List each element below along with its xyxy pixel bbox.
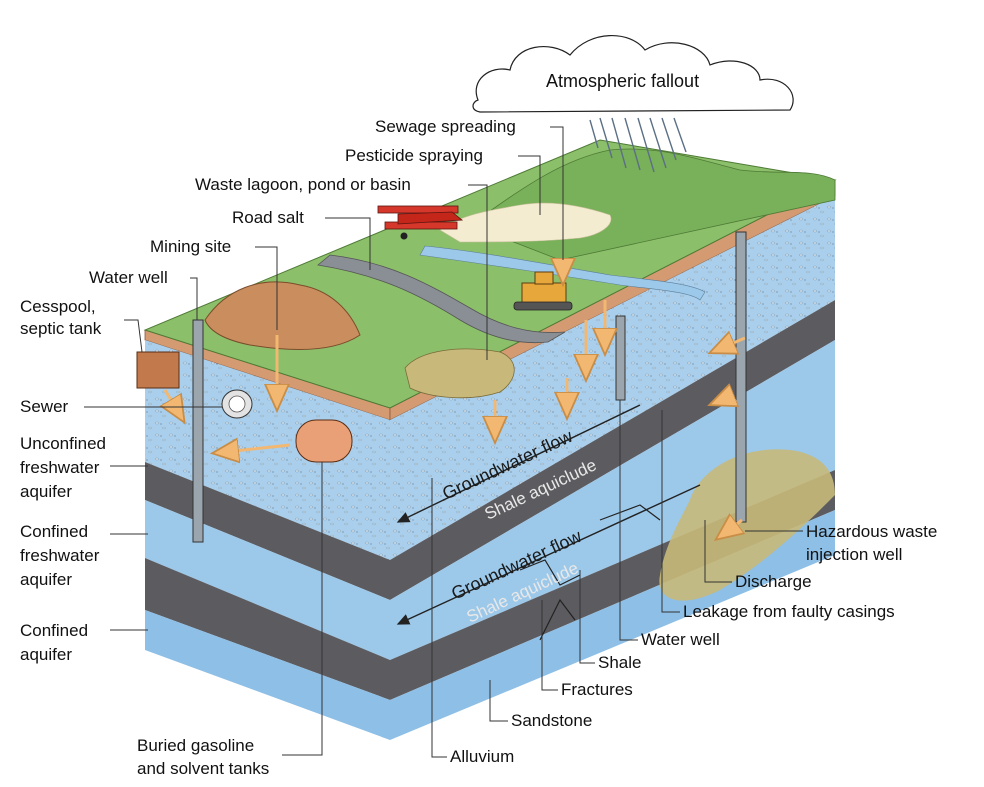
leakage-label: Leakage from faulty casings: [683, 602, 895, 621]
cesspool-label: Cesspool, septic tank: [20, 296, 101, 340]
confined-fw-label-line3: aquifer: [20, 570, 72, 589]
leader-lines: [84, 126, 803, 758]
confined-label-line1: Confined: [20, 621, 89, 640]
cesspool-label-line2: septic tank: [20, 319, 102, 338]
upper-shale-front: [145, 462, 390, 600]
hazardous-waste-plume: [659, 449, 835, 601]
groundwater-flow-arrow-upper: [396, 404, 641, 523]
mining-site-label: Mining site: [150, 237, 232, 256]
confined-fw-label-line2: freshwater: [20, 546, 100, 565]
hazardous-label-line2: injection well: [806, 545, 903, 564]
unconfined-label-line2: freshwater: [20, 458, 100, 477]
fracture-lines: [519, 504, 661, 641]
confined-freshwater-aquifer-front: [145, 500, 390, 660]
atmospheric-fallout-label: Atmospheric fallout: [546, 71, 700, 91]
unconfined-aquifer-right: [390, 196, 835, 560]
unconfined-aquifer-label: Unconfined freshwater aquifer: [20, 432, 106, 504]
wells: [136, 231, 747, 543]
buried-tanks-label: Buried gasoline and solvent tanks: [137, 734, 269, 780]
waste-lagoon: [404, 348, 515, 399]
unconfined-aquifer-front: [145, 340, 390, 560]
biplane: [377, 205, 464, 240]
pesticide-spray-cloud: [439, 202, 612, 243]
atmospheric-cloud: [472, 35, 794, 173]
buried-label-line2: and solvent tanks: [137, 759, 270, 778]
sewer-label: Sewer: [20, 397, 69, 416]
front-face: [144, 329, 391, 740]
fractures-label: Fractures: [561, 680, 633, 699]
sewage-spreading-label: Sewage spreading: [375, 117, 516, 136]
cloud-shape: [472, 35, 794, 113]
groundwater-flow-arrow-lower: [396, 484, 701, 625]
alluvium-label: Alluvium: [450, 747, 515, 766]
discharge-label: Discharge: [735, 572, 812, 591]
confined-aquifer-label: Confined aquifer: [20, 619, 88, 667]
unconfined-label-line1: Unconfined: [20, 434, 107, 453]
water-well-left: [192, 319, 204, 543]
waste-lagoon-label: Waste lagoon, pond or basin: [195, 175, 411, 194]
bulldozer: [513, 271, 573, 311]
sewer-pipe-opening: [228, 395, 246, 413]
pesticide-spraying-label: Pesticide spraying: [345, 146, 483, 165]
hazardous-waste-label: Hazardous waste injection well: [806, 520, 937, 566]
confined-fw-label-line1: Confined: [20, 522, 89, 541]
shale-label: Shale: [598, 653, 642, 672]
rain-streaks: [589, 117, 687, 173]
confined-freshwater-right: [390, 340, 835, 660]
confined-aquifer-front: [145, 610, 390, 740]
mining-site: [204, 281, 361, 350]
water-well-center: [615, 315, 626, 401]
confined-label-line2: aquifer: [20, 645, 72, 664]
confined-freshwater-aquifer-label: Confined freshwater aquifer: [20, 520, 99, 592]
hazardous-injection-well: [735, 231, 747, 523]
top-surface: [143, 139, 837, 409]
hazardous-label-line1: Hazardous waste: [806, 522, 938, 541]
road-salt-label: Road salt: [232, 208, 304, 227]
unconfined-label-line3: aquifer: [20, 482, 72, 501]
contamination-arrows: [165, 260, 745, 538]
upper-shale-right: [390, 300, 835, 600]
lower-shale-front: [145, 558, 390, 700]
water-well-label-top: Water well: [89, 268, 168, 287]
sandstone-label: Sandstone: [511, 711, 593, 730]
buried-label-line1: Buried gasoline: [137, 736, 255, 755]
cesspool-tank: [136, 351, 180, 389]
cesspool-label-line1: Cesspool,: [20, 297, 96, 316]
water-well-label-right: Water well: [641, 630, 720, 649]
road: [317, 254, 566, 343]
buried-tank: [295, 419, 353, 463]
